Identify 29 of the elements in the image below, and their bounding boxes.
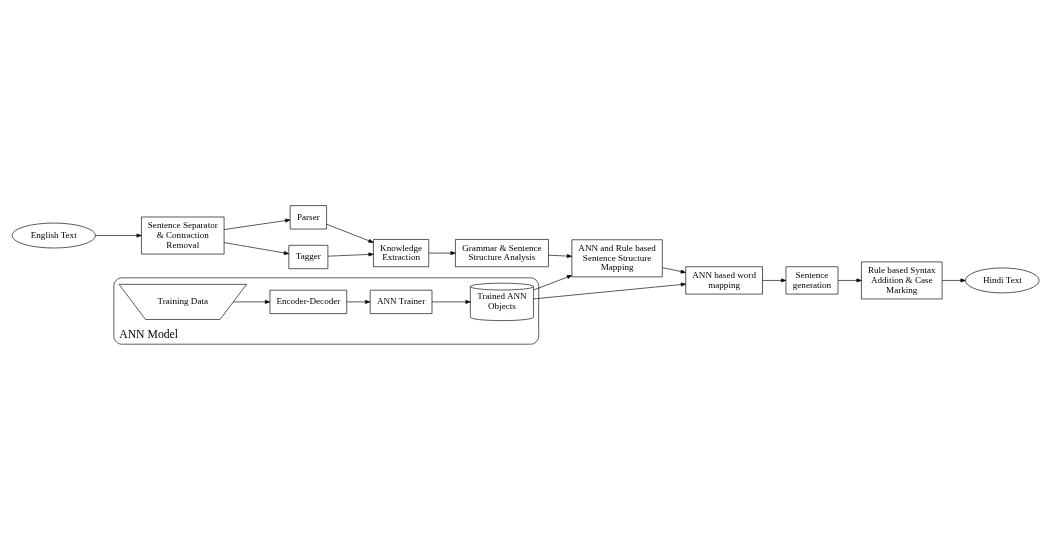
arrow bbox=[837, 278, 862, 282]
node-ellipse: English Text bbox=[11, 222, 96, 248]
node-ellipse: Hindi Text bbox=[965, 267, 1040, 293]
arrow bbox=[233, 299, 271, 304]
arrow bbox=[431, 299, 471, 304]
arrow bbox=[327, 252, 374, 257]
node-box: Knowledge Extraction bbox=[373, 238, 430, 267]
arrow bbox=[662, 266, 686, 273]
arrow bbox=[533, 282, 687, 299]
arrow bbox=[346, 299, 371, 304]
arrow bbox=[223, 241, 290, 255]
node-box: Sentence Separator & Contraction Removal bbox=[141, 216, 225, 254]
node-box: Grammar & Sentence Structure Analysis bbox=[455, 238, 549, 267]
arrow bbox=[95, 233, 142, 237]
arrow bbox=[223, 218, 291, 230]
node-box: Parser bbox=[289, 204, 327, 229]
node-box: Tagger bbox=[288, 244, 329, 269]
arrow bbox=[428, 250, 456, 255]
arrow bbox=[762, 278, 787, 282]
arrow bbox=[533, 274, 573, 290]
node-box: ANN and Rule based Sentence Structure Mapping bbox=[571, 238, 663, 277]
node-box: Sentence generation bbox=[785, 265, 839, 294]
node-box: Rule based Syntax Addition & Case Marking bbox=[861, 261, 943, 299]
arrow bbox=[326, 223, 374, 243]
arrow bbox=[548, 253, 573, 258]
arrow bbox=[941, 278, 966, 282]
node-box: ANN Trainer bbox=[369, 289, 433, 314]
node-box: ANN based word mapping bbox=[685, 265, 763, 294]
node-box: Encoder-Decoder bbox=[269, 289, 348, 314]
